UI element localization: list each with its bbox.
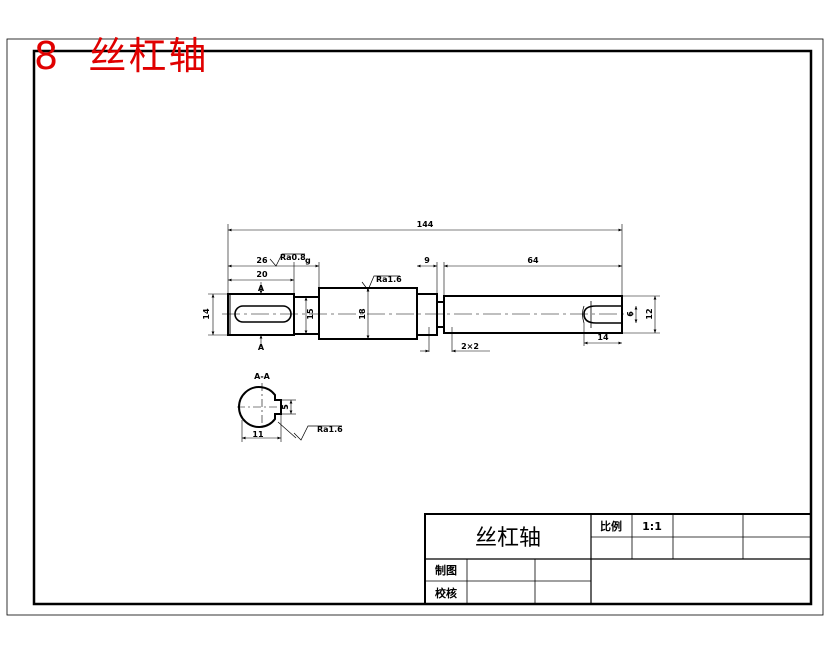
dim-left-diameter: 14	[202, 308, 211, 320]
outer-border	[6, 38, 824, 616]
section-marker-bottom: A	[258, 343, 265, 352]
title-block-scale-value: 1:1	[642, 520, 662, 533]
shaft-collar	[416, 293, 438, 336]
dimension-lines	[208, 224, 660, 353]
shaft-right-journal	[443, 295, 623, 334]
title-block	[424, 513, 812, 605]
shaft-left-end	[227, 293, 295, 336]
tolerance-letter: g	[305, 256, 311, 265]
dim-right-slot-length: 14	[597, 333, 609, 342]
section-marker-top: A	[258, 284, 265, 293]
dim-groove-callout: 2×2	[461, 342, 479, 351]
title-block-part-name: 丝杠轴	[475, 526, 541, 551]
section-outline	[238, 386, 282, 428]
roughness-section: Ra1.6	[317, 425, 343, 434]
title-block-checked-label: 校核	[435, 586, 457, 600]
shaft-front-view	[222, 287, 634, 340]
drawing-frame	[32, 49, 813, 606]
right-end-slot	[583, 305, 622, 324]
heading-number: 8	[34, 34, 61, 78]
roughness-left: Ra0.8	[280, 253, 306, 262]
dim-left-shoulder: 26	[256, 256, 268, 265]
dim-right-journal: 64	[527, 256, 539, 265]
title-block-drawn-label: 制图	[435, 563, 457, 577]
title-block-scale-label: 比例	[600, 519, 622, 533]
section-depth: 11	[252, 430, 264, 439]
dim-total-length: 144	[417, 220, 434, 229]
dim-right-inner: 6	[626, 311, 635, 317]
shaft-groove	[436, 301, 445, 328]
dim-right-diameter: 12	[645, 308, 654, 319]
drawing-heading: 8 丝杠轴	[34, 34, 208, 78]
dim-groove-width: 9	[424, 256, 430, 265]
dim-body-diameter: 18	[358, 308, 367, 320]
roughness-body: Ra1.6	[376, 275, 402, 284]
section-a-a-view	[237, 383, 296, 442]
section-title: A-A	[254, 372, 271, 381]
section-key-width: 5	[281, 404, 290, 410]
dim-keyway-length: 20	[256, 270, 268, 279]
heading-title: 丝杠轴	[88, 34, 209, 78]
dim-step-diameter: 15	[306, 308, 315, 320]
